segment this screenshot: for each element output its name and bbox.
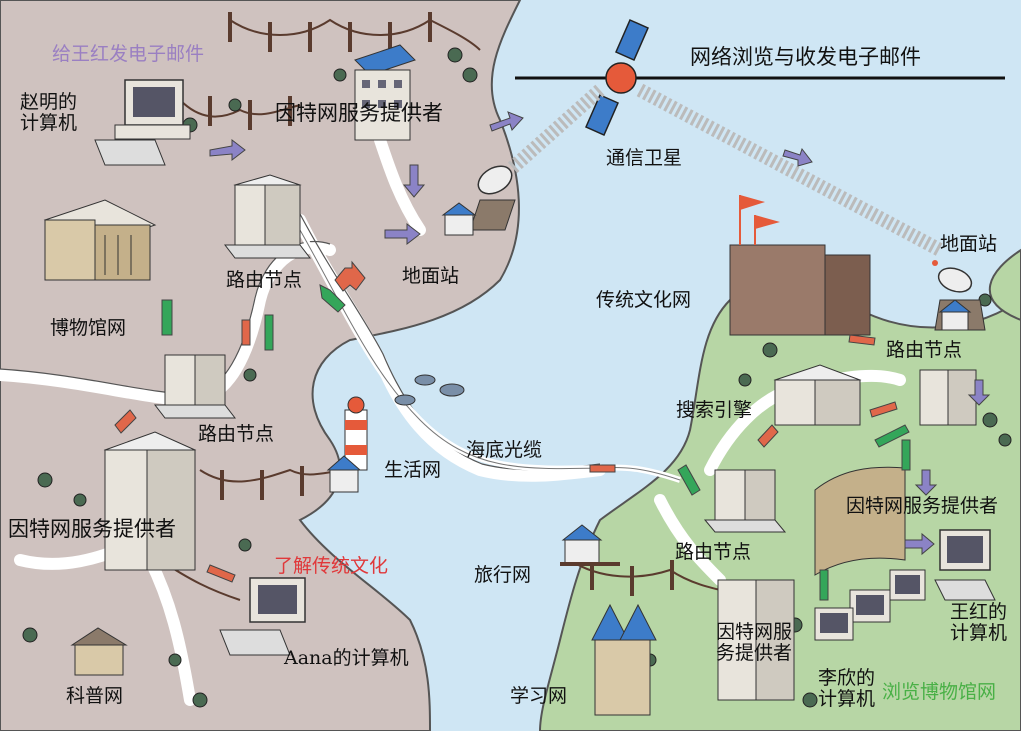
arrows-green	[161, 284, 911, 601]
caption-browse-museum: 浏览博物馆网	[882, 681, 997, 703]
church-icon	[591, 603, 657, 716]
isp-top-building-icon	[354, 44, 416, 141]
lixin-computers-icon	[814, 569, 926, 641]
label-isp-left: 因特网服务提供者	[8, 517, 176, 541]
travel-net-house-icon	[560, 524, 620, 566]
satellite-icon	[585, 19, 649, 136]
wanghong-computer-icon	[934, 529, 996, 601]
label-search-engine: 搜索引擎	[676, 399, 753, 421]
label-zhaoming-pc: 赵明的 计算机	[20, 91, 78, 135]
life-net-house-icon	[326, 455, 362, 493]
search-engine-building-icon	[773, 364, 862, 426]
satellite-dish-left-icon	[469, 165, 516, 231]
label-undersea-cable: 海底光缆	[466, 439, 543, 461]
ground-station-right-house-icon	[938, 299, 972, 331]
caption-learn-culture: 了解传统文化	[274, 555, 389, 577]
isp-right-building-icon	[814, 466, 906, 576]
label-router-bottom: 路由节点	[675, 541, 752, 563]
label-lixin-pc: 李欣的 计算机	[818, 667, 876, 711]
label-culture-net: 传统文化网	[596, 289, 692, 311]
signal-waves	[505, 83, 944, 257]
router-mid-server-icon	[153, 354, 237, 419]
land-right-top	[988, 248, 1021, 322]
label-ground-station-right: 地面站	[940, 233, 998, 255]
page-title: 网络浏览与收发电子邮件	[690, 45, 921, 69]
router-bottom-server-icon	[703, 469, 787, 533]
label-router-top: 路由节点	[226, 269, 303, 291]
arrows-purple	[209, 111, 991, 556]
label-isp-top: 因特网服务提供者	[275, 101, 443, 125]
arrows-red	[114, 260, 898, 583]
isp-left-building-icon	[103, 431, 197, 571]
lighthouse-icon	[344, 396, 368, 471]
label-travel-net: 旅行网	[474, 564, 532, 586]
label-science-net: 科普网	[66, 685, 124, 707]
label-study-net: 学习网	[510, 685, 568, 707]
label-isp-right: 因特网服务提供者	[846, 495, 999, 517]
zhaoming-computer-icon	[94, 79, 191, 166]
label-satellite: 通信卫星	[606, 147, 683, 169]
fence-posts	[208, 12, 674, 596]
science-net-house-icon	[70, 627, 128, 676]
router-right-server-icon	[919, 369, 977, 426]
label-life-net: 生活网	[384, 459, 442, 481]
label-router-right: 路由节点	[886, 339, 963, 361]
label-isp-bottom: 因特网服 务提供者	[716, 621, 793, 665]
fish-icons	[394, 374, 465, 406]
aana-computer-icon	[219, 577, 306, 656]
label-ground-station-left: 地面站	[402, 265, 460, 287]
ground-station-left-house-icon	[441, 202, 477, 236]
castle-icon	[729, 195, 871, 336]
label-wanghong-pc: 王红的 计算机	[950, 601, 1008, 645]
label-router-mid: 路由节点	[198, 423, 275, 445]
museum-building-icon	[43, 199, 157, 281]
caption-email-to-wanghong: 给王红发电子邮件	[52, 43, 205, 65]
router-top-server-icon	[223, 174, 312, 259]
label-museum-net: 博物馆网	[50, 317, 127, 339]
label-aana-pc: Aana的计算机	[284, 647, 409, 669]
isp-bottom-building-icon	[717, 579, 795, 701]
